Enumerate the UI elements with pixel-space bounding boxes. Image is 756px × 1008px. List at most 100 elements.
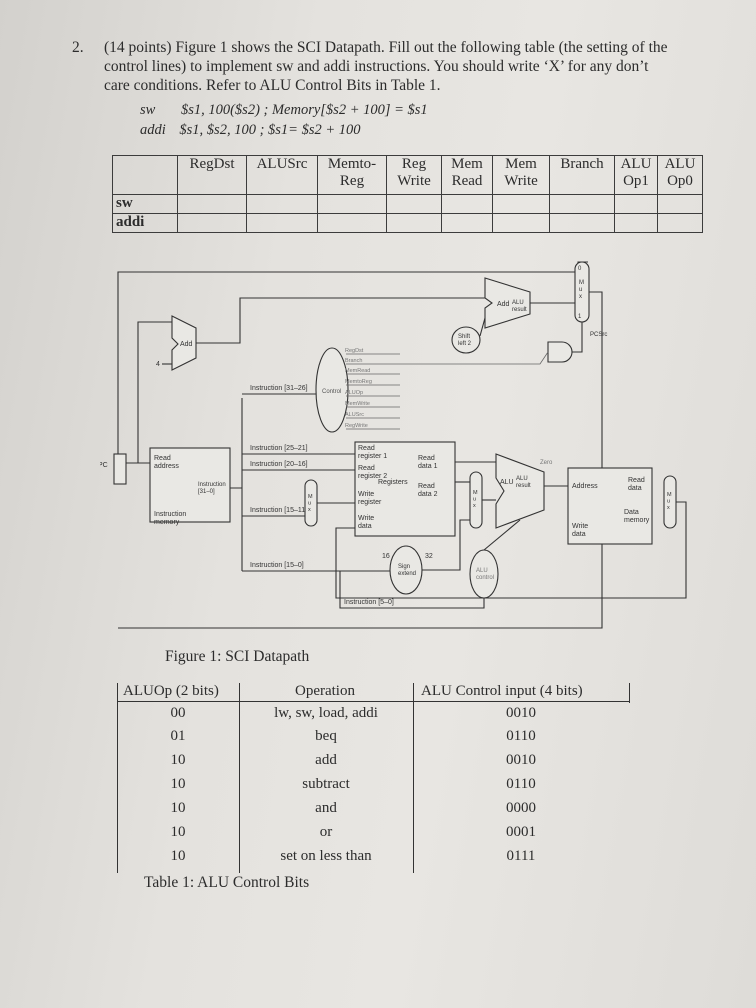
cell-sw-regdst[interactable] <box>177 194 247 214</box>
row-0-control: 0010 <box>506 705 536 721</box>
cell-addi-memread[interactable] <box>441 213 493 233</box>
zero-label: Zero <box>540 460 553 466</box>
control-table-row-addi: addi <box>112 213 703 233</box>
alu-label: ALU <box>500 479 514 486</box>
row-4-aluop: 10 <box>170 800 186 816</box>
row-0-operation: lw, sw, load, addi <box>274 705 378 721</box>
control-unit <box>315 347 349 433</box>
signal-aluop: ALUOp <box>345 390 363 396</box>
signal-alusrc: ALUSrc <box>345 412 364 418</box>
cell-sw-aluop0[interactable] <box>657 194 703 214</box>
shift-to-adder <box>479 317 486 337</box>
cell-addi-alusrc[interactable] <box>246 213 318 233</box>
control-label: Control <box>322 389 341 395</box>
control-signal-wires <box>346 351 549 430</box>
row-1-aluop: 01 <box>170 728 186 744</box>
cell-addi-regwrite[interactable] <box>386 213 442 233</box>
row-0-aluop: 00 <box>170 705 186 721</box>
alu-control-header: ALU Control input (4 bits) <box>421 683 583 699</box>
header-aluop1: ALU Op1 <box>614 155 658 195</box>
instr-31-26-label: Instruction [31–26] <box>250 385 308 392</box>
header-regwrite: Reg Write <box>386 155 442 195</box>
data-memory <box>567 467 653 545</box>
alu-control <box>469 549 499 599</box>
instr-5-0-label: Instruction [5–0] <box>344 599 394 606</box>
cell-sw-memwrite[interactable] <box>492 194 550 214</box>
header-memread: Mem Read <box>441 155 493 195</box>
cell-addi-regdst[interactable] <box>177 213 247 233</box>
cell-addi-memtoreg[interactable] <box>317 213 387 233</box>
address-label: Address <box>572 483 598 490</box>
main-alu <box>495 453 545 529</box>
row-2-control: 0010 <box>506 752 536 768</box>
cell-sw-regwrite[interactable] <box>386 194 442 214</box>
wire-5-0 <box>339 571 485 609</box>
instr-15-11-label: Instruction [15–11] <box>250 507 307 514</box>
cell-sw-branch[interactable] <box>549 194 615 214</box>
row-5-operation: or <box>319 824 333 840</box>
sw-instruction-line: sw $s1, 100($s2) ; Memory[$s2 + 100] = $… <box>140 102 428 119</box>
instr-15-0-label: Instruction [15–0] <box>250 562 304 569</box>
table-caption: Table 1: ALU Control Bits <box>144 874 310 891</box>
cell-sw-memtoreg[interactable] <box>317 194 387 214</box>
top-mux-in1: 1 <box>578 314 582 320</box>
row-3-control: 0110 <box>506 776 536 792</box>
instr-bus <box>230 398 243 571</box>
row-label-addi: addi <box>112 213 178 233</box>
sixteen-label: 16 <box>382 553 390 560</box>
four-label: 4 <box>156 361 160 368</box>
addi-operands: $s1, $s2, 100 ; $s1= $s2 + 100 <box>179 122 361 138</box>
pc-adder <box>171 315 197 371</box>
row-4-control: 0000 <box>506 800 536 816</box>
operation-header: Operation <box>295 683 355 699</box>
header-branch: Branch <box>549 155 615 195</box>
aluctl-to-alu <box>483 519 521 551</box>
registers-label: Registers <box>378 479 408 486</box>
memtoreg-writeback <box>335 501 687 599</box>
signal-branch: Branch <box>345 358 362 364</box>
corner-cell <box>112 155 178 195</box>
row-6-control: 0111 <box>506 848 536 864</box>
branch-and-gate <box>547 341 573 363</box>
row-5-control: 0001 <box>506 824 536 840</box>
row-3-aluop: 10 <box>170 776 186 792</box>
sw-operands: $s1, 100($s2) ; Memory[$s2 + 100] = $s1 <box>180 102 428 118</box>
row-4-operation: and <box>315 800 337 816</box>
alu-table-header-rule <box>117 701 629 702</box>
cell-addi-aluop1[interactable] <box>614 213 658 233</box>
signal-memwrite: MemWrite <box>345 401 370 407</box>
header-memtoreg: Memto- Reg <box>317 155 387 195</box>
cell-sw-aluop1[interactable] <box>614 194 658 214</box>
addi-instruction-line: addi $s1, $s2, 100 ; $s1= $s2 + 100 <box>140 122 361 139</box>
cell-sw-alusrc[interactable] <box>246 194 318 214</box>
thirtytwo-label: 32 <box>425 553 433 560</box>
question-number: 2. <box>72 39 84 56</box>
row-3-operation: subtract <box>302 776 350 792</box>
aluop-header: ALUOp (2 bits) <box>123 683 219 699</box>
signal-regwrite: RegWrite <box>345 423 368 429</box>
sign-extend <box>389 545 423 595</box>
cell-addi-branch[interactable] <box>549 213 615 233</box>
pcsrc-label: PCSrc <box>590 332 607 338</box>
cell-addi-aluop0[interactable] <box>657 213 703 233</box>
alu-table-col-rule-2 <box>413 683 414 873</box>
cell-addi-memwrite[interactable] <box>492 213 550 233</box>
cell-sw-memread[interactable] <box>441 194 493 214</box>
row-label-sw: sw <box>112 194 178 214</box>
